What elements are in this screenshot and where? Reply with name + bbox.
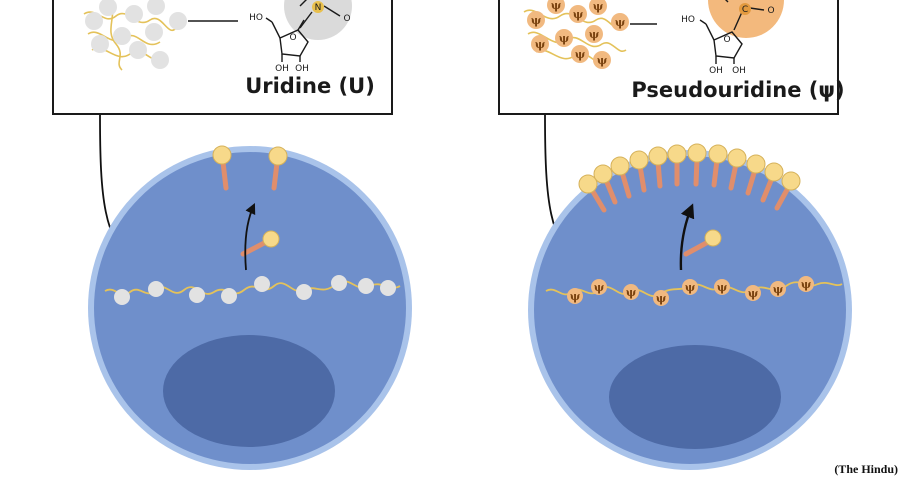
pseudouridine-rna-beads	[567, 276, 814, 306]
psi-symbol: ψ	[589, 28, 599, 41]
carbon-atom-label: C	[742, 5, 748, 15]
pseudouridine-cell-nucleus	[609, 345, 781, 449]
pseudouridine-ho-label: HO	[681, 15, 695, 25]
nitrogen-highlight	[312, 1, 324, 13]
pseudouridine-bead-cluster: ψ ψ ψ ψ ψ ψ ψ ψ ψ ψ	[523, 0, 629, 69]
psi-symbol: ψ	[748, 287, 758, 300]
pseudouridine-oh-label-2: OH	[732, 66, 746, 76]
uridine-ring-oxygen: O	[289, 33, 296, 43]
psi-symbol: ψ	[570, 290, 580, 303]
psi-bead	[527, 11, 545, 29]
psi-symbol: ψ	[626, 286, 636, 299]
psi-bead	[547, 0, 565, 14]
psi-symbol: ψ	[656, 292, 666, 305]
psi-symbol: ψ	[801, 278, 811, 291]
pseudouridine-free-receptor-stalk	[683, 238, 713, 257]
pseudouridine-panel: ψ ψ ψ ψ ψ ψ ψ ψ ψ ψ C	[498, 0, 845, 115]
psi-symbol: ψ	[573, 8, 583, 21]
psi-symbol: ψ	[559, 32, 569, 45]
psi-symbol: ψ	[594, 281, 604, 294]
uridine-receptor-group	[212, 145, 288, 191]
psi-symbol: ψ	[615, 16, 625, 29]
uridine-cell-nucleus	[163, 335, 335, 447]
uridine-free-receptor-head	[262, 230, 280, 248]
nitrogen-atom-label: N	[315, 3, 322, 13]
psi-bead	[569, 5, 587, 23]
carbon-highlight	[739, 3, 751, 15]
uridine-bead-cluster	[83, 0, 187, 71]
psi-bead	[593, 51, 611, 69]
pseudouridine-rna-symbols: ψ ψ ψ ψ ψ ψ ψ ψ ψ	[570, 278, 811, 305]
pseudouridine-base-highlight	[708, 0, 784, 38]
psi-symbol: ψ	[551, 0, 561, 12]
psi-bead	[571, 45, 589, 63]
uridine-base-highlight	[284, 0, 352, 40]
psi-symbol: ψ	[575, 48, 585, 61]
uridine-cell	[88, 145, 412, 470]
pseudouridine-oh-label-1: OH	[709, 66, 723, 76]
psi-symbol: ψ	[531, 14, 541, 27]
psi-bead	[589, 0, 607, 15]
pseudouridine-cluster-symbols: ψ ψ ψ ψ ψ ψ ψ ψ ψ ψ	[531, 0, 625, 67]
source-credit: (The Hindu)	[834, 462, 898, 476]
pseudouridine-free-receptor-head	[704, 229, 722, 247]
pseudouridine-cell: ψ ψ ψ ψ ψ ψ ψ ψ ψ	[528, 143, 852, 470]
psi-symbol: ψ	[773, 283, 783, 296]
psi-bead	[531, 35, 549, 53]
pseudouridine-molecule: C O HO O OH OH	[681, 0, 784, 76]
psi-symbol: ψ	[535, 38, 545, 51]
pseudouridine-oxygen-label: O	[767, 6, 774, 16]
uridine-ho-label: HO	[249, 13, 263, 23]
uridine-oh-label-2: OH	[295, 64, 309, 74]
psi-symbol: ψ	[717, 281, 727, 294]
uridine-title: Uridine (U)	[245, 74, 375, 98]
uridine-oh-label-1: OH	[275, 64, 289, 74]
psi-symbol: ψ	[593, 0, 603, 13]
pseudouridine-ring-oxygen: O	[723, 35, 730, 45]
psi-symbol: ψ	[597, 54, 607, 67]
uridine-panel: N O HO O OH OH Uridine (U)	[52, 0, 393, 115]
pseudouridine-receptor-group	[578, 143, 801, 213]
psi-bead	[611, 13, 629, 31]
uridine-molecule: N O HO O OH OH	[249, 0, 352, 74]
pseudouridine-receptor-arrow	[679, 203, 695, 271]
psi-bead	[585, 25, 603, 43]
psi-symbol: ψ	[685, 281, 695, 294]
uridine-oxygen-label: O	[343, 14, 350, 24]
psi-bead	[555, 29, 573, 47]
uridine-receptor-arrow	[244, 203, 256, 271]
pseudouridine-title: Pseudouridine (ψ)	[631, 78, 844, 102]
uridine-rna-beads	[114, 275, 396, 305]
